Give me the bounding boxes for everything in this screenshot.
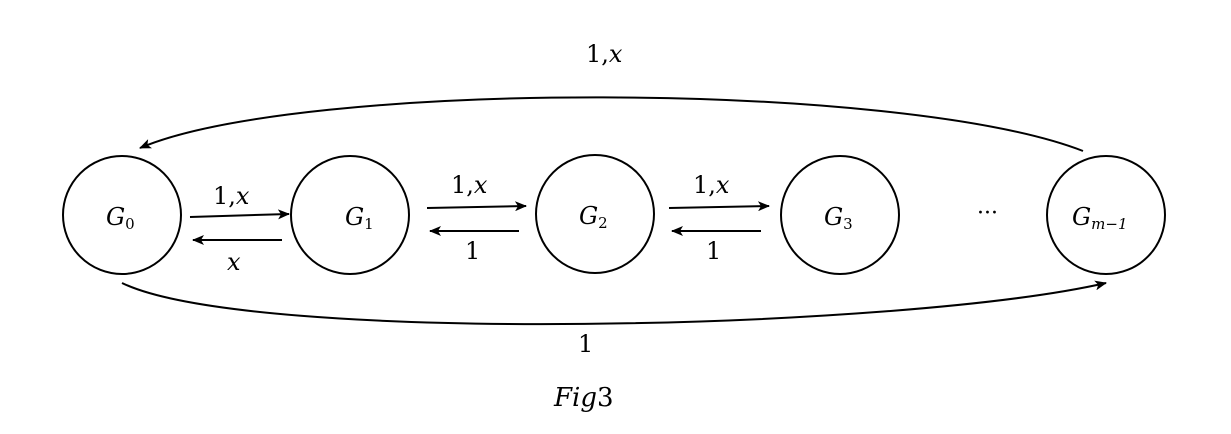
edge-gm1-to-g0-top [139, 96, 1084, 152]
node-g2: G2 [535, 154, 655, 274]
node-g0: G0 [62, 155, 182, 275]
node-g1: G1 [290, 155, 410, 275]
svg-text:G2: G2 [579, 202, 608, 232]
edge-label-g1-g2: 1,x [451, 171, 488, 199]
node-gm1: Gm−1 [1046, 155, 1166, 275]
svg-text:Gm−1: Gm−1 [1072, 203, 1128, 233]
svg-text:G1: G1 [345, 203, 374, 233]
edge-g0-to-gm1-bottom [121, 280, 1107, 326]
svg-text:G3: G3 [824, 203, 853, 233]
edge-label-bottom: 1 [578, 330, 593, 358]
edge-g1-to-g2 [426, 201, 527, 212]
edge-label-g0-g1: 1,x [213, 182, 250, 210]
ellipsis: ··· [977, 201, 998, 226]
edge-label-g1-g0: x [227, 248, 241, 276]
edge-label-g2-g3: 1,x [693, 171, 730, 199]
svg-text:G0: G0 [106, 203, 135, 233]
edge-label-top: 1,x [586, 40, 623, 68]
figure-caption: Fig3 [553, 383, 614, 413]
edge-g0-to-g1 [189, 209, 290, 220]
node-g3: G3 [780, 155, 900, 275]
edge-g2-to-g3 [668, 201, 770, 212]
edge-label-g2-g1: 1 [465, 237, 480, 265]
edge-label-g3-g2: 1 [706, 237, 721, 265]
